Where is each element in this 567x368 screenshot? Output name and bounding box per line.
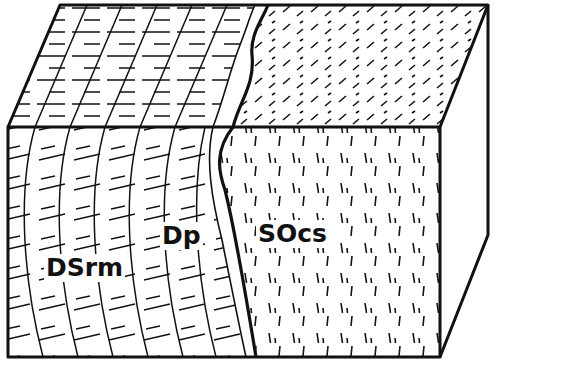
contact-line	[210, 127, 246, 357]
bedding-lines	[35, 5, 227, 127]
fault-line	[220, 127, 256, 357]
bedding-lines	[24, 127, 216, 357]
fault-line	[233, 5, 268, 127]
contact-line	[213, 5, 255, 127]
block-outline	[8, 5, 488, 357]
formation-label: Dp	[160, 222, 203, 250]
formation-label: DSrm	[44, 254, 125, 282]
formation-label: SOcs	[256, 220, 329, 248]
